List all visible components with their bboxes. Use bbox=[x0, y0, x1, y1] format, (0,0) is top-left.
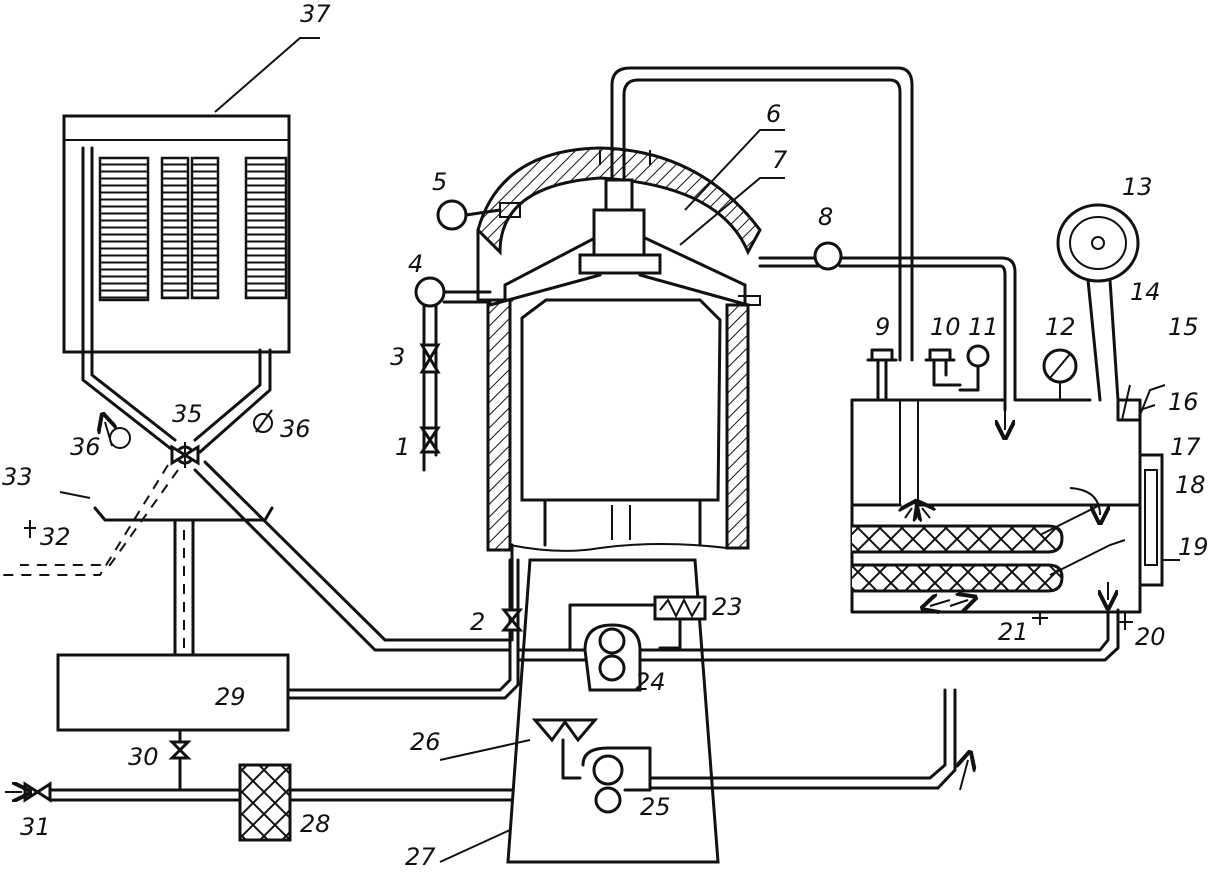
label-15: 15 bbox=[1168, 313, 1199, 341]
label-29: 29 bbox=[215, 683, 246, 711]
trap-9 bbox=[866, 348, 898, 402]
label-8: 8 bbox=[818, 203, 833, 231]
label-36-left: 36 bbox=[70, 433, 101, 461]
label-24: 24 bbox=[635, 668, 666, 696]
label-19: 19 bbox=[1178, 533, 1209, 561]
label-1: 1 bbox=[395, 433, 410, 461]
valve-31 bbox=[5, 781, 52, 803]
label-27: 27 bbox=[405, 843, 436, 871]
drain-20 bbox=[1117, 612, 1133, 630]
label-3: 3 bbox=[390, 343, 405, 371]
label-12: 12 bbox=[1045, 313, 1076, 341]
label-10: 10 bbox=[930, 313, 961, 341]
label-33: 33 bbox=[2, 463, 33, 491]
meter-13 bbox=[1056, 203, 1140, 402]
gauge-4 bbox=[414, 276, 492, 472]
valve-26 bbox=[531, 718, 599, 743]
label-23: 23 bbox=[712, 593, 743, 621]
label-4: 4 bbox=[408, 250, 423, 278]
coil-17 bbox=[852, 524, 1064, 554]
label-7: 7 bbox=[772, 146, 788, 174]
label-18: 18 bbox=[1175, 471, 1206, 499]
leader-lines bbox=[214, 37, 1180, 863]
valve-32 bbox=[24, 520, 36, 538]
label-36-right: 36 bbox=[280, 415, 311, 443]
label-5: 5 bbox=[432, 168, 447, 196]
gauge-12 bbox=[1042, 348, 1078, 400]
label-37: 37 bbox=[300, 0, 331, 28]
label-25: 25 bbox=[640, 793, 671, 821]
label-11: 11 bbox=[968, 313, 999, 341]
label-17: 17 bbox=[1170, 433, 1201, 461]
label-35: 35 bbox=[172, 400, 203, 428]
gauge-8 bbox=[813, 241, 843, 271]
valve-30 bbox=[168, 728, 192, 792]
label-16: 16 bbox=[1168, 388, 1199, 416]
valve-1 bbox=[419, 426, 441, 454]
valve-2 bbox=[500, 543, 524, 642]
gauge-11 bbox=[958, 344, 990, 392]
gauge-5 bbox=[436, 199, 521, 231]
label-30: 30 bbox=[128, 743, 159, 771]
tank-29 bbox=[56, 653, 290, 732]
label-20: 20 bbox=[1135, 623, 1166, 651]
label-2: 2 bbox=[470, 608, 485, 636]
tray-33 bbox=[59, 491, 274, 522]
label-26: 26 bbox=[410, 728, 441, 756]
valve-23 bbox=[653, 595, 707, 621]
sight-glass-19 bbox=[1138, 453, 1164, 587]
label-28: 28 bbox=[300, 810, 331, 838]
label-13: 13 bbox=[1122, 173, 1153, 201]
label-31: 31 bbox=[20, 813, 51, 841]
gauge-36-right bbox=[253, 409, 273, 433]
coil-18 bbox=[852, 563, 1064, 593]
valve-3 bbox=[419, 343, 441, 374]
label-14: 14 bbox=[1130, 278, 1161, 306]
label-32: 32 bbox=[40, 523, 71, 551]
label-21: 21 bbox=[998, 618, 1029, 646]
drain-21 bbox=[1032, 612, 1048, 625]
label-6: 6 bbox=[766, 100, 781, 128]
valve-35 bbox=[170, 442, 200, 468]
separator-37 bbox=[62, 114, 291, 454]
filter-28 bbox=[238, 763, 292, 842]
vessel-body bbox=[476, 146, 762, 552]
gauge-36-left bbox=[105, 422, 131, 449]
trap-10 bbox=[924, 348, 962, 387]
label-9: 9 bbox=[875, 313, 890, 341]
pump-25 bbox=[581, 746, 652, 814]
